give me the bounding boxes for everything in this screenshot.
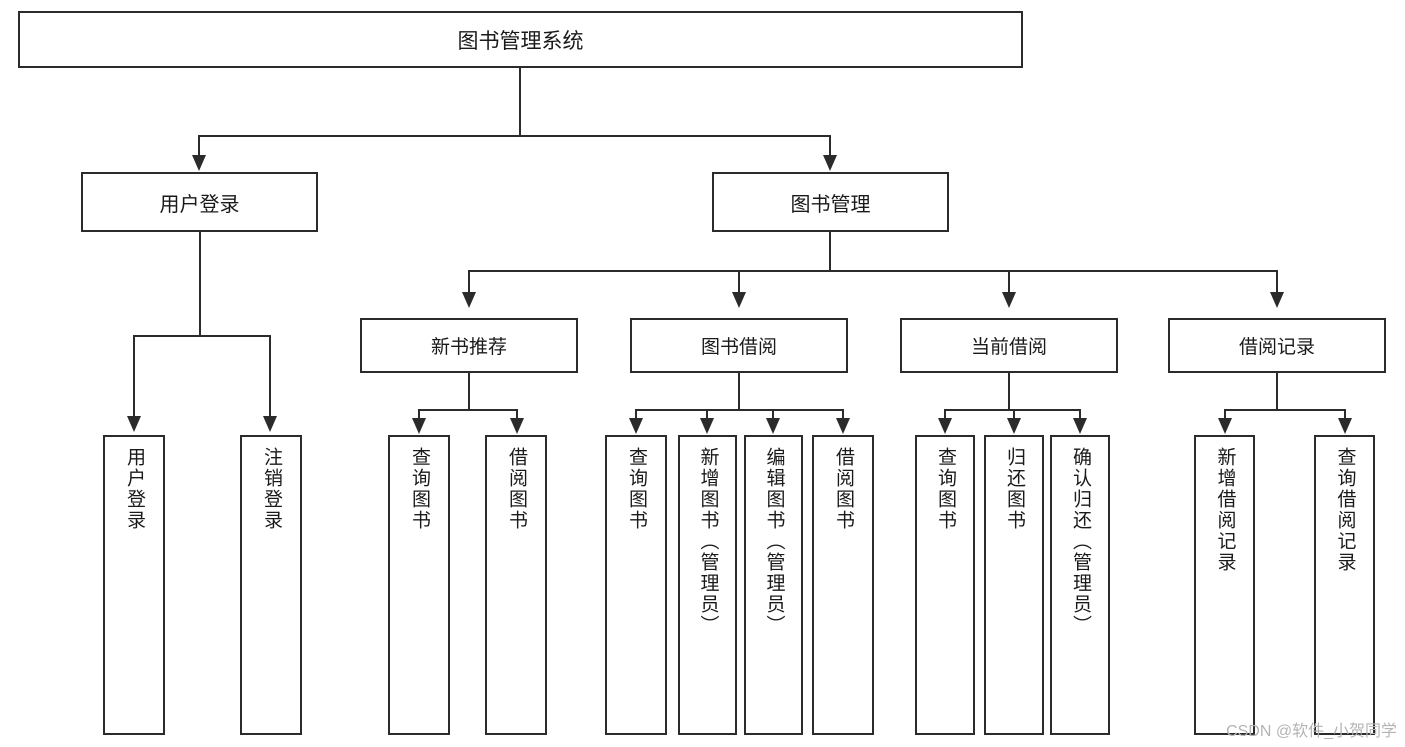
arrow-borrow-to-leaf-2	[700, 418, 714, 434]
node-book-borrow: 图书借阅	[630, 318, 848, 373]
edge-user-login-bus	[133, 335, 271, 337]
edge-current-to-leaf-2	[1013, 409, 1015, 421]
edge-book-manage-to-current	[1008, 270, 1010, 294]
leaf-borrow-add-book-admin: 新增图书（管理员）	[678, 435, 737, 735]
edge-newbook-bus	[418, 409, 518, 411]
node-label: 查询借阅记录	[1334, 447, 1356, 573]
edge-book-manage-to-newbook	[468, 270, 470, 294]
node-label: 注销登录	[260, 447, 282, 531]
edge-newbook-to-leaf-2	[516, 409, 518, 421]
arrow-records-to-leaf-2	[1338, 418, 1352, 434]
node-label: 查询图书	[625, 447, 647, 531]
leaf-records-add-record: 新增借阅记录	[1194, 435, 1255, 735]
edge-current-to-leaf-1	[944, 409, 946, 421]
node-label: 新书推荐	[430, 337, 507, 358]
node-label: 借阅图书	[832, 447, 854, 531]
arrow-records-to-leaf-1	[1218, 418, 1232, 434]
edge-borrow-to-leaf-1	[635, 409, 637, 421]
node-label: 用户登录	[123, 447, 145, 531]
arrow-book-manage-to-records	[1270, 292, 1284, 308]
arrow-current-to-leaf-3	[1073, 418, 1087, 434]
node-user-login: 用户登录	[81, 172, 318, 232]
node-label: 查询图书	[934, 447, 956, 531]
node-label: 借阅图书	[505, 447, 527, 531]
arrow-book-manage-to-current	[1002, 292, 1016, 308]
edge-user-login-to-leaf-2	[269, 335, 271, 418]
arrow-borrow-to-leaf-1	[629, 418, 643, 434]
arrow-current-to-leaf-1	[938, 418, 952, 434]
node-current-borrow: 当前借阅	[900, 318, 1118, 373]
node-root-system: 图书管理系统	[18, 11, 1023, 68]
edge-book-manage-bus	[468, 270, 1278, 272]
edge-root-to-book-manage	[829, 135, 831, 157]
edge-newbook-stem	[468, 373, 470, 411]
node-label: 新增借阅记录	[1214, 447, 1236, 573]
edge-root-stem	[519, 68, 521, 136]
edge-borrow-bus	[635, 409, 843, 411]
leaf-newbook-borrow-books: 借阅图书	[485, 435, 547, 735]
leaf-borrow-borrow-books: 借阅图书	[812, 435, 874, 735]
leaf-current-return-books: 归还图书	[984, 435, 1044, 735]
arrow-borrow-to-leaf-4	[836, 418, 850, 434]
arrow-book-manage-to-borrow	[732, 292, 746, 308]
node-label: 图书管理系统	[457, 29, 584, 53]
arrow-user-login-to-leaf-2	[263, 416, 277, 432]
edge-records-to-leaf-2	[1344, 409, 1346, 421]
node-label: 图书管理	[790, 193, 871, 216]
edge-records-to-leaf-1	[1224, 409, 1226, 421]
node-label: 归还图书	[1003, 447, 1025, 531]
arrow-newbook-to-leaf-1	[412, 418, 426, 434]
edge-borrow-to-leaf-3	[772, 409, 774, 421]
leaf-current-confirm-return-admin: 确认归还（管理员）	[1050, 435, 1110, 735]
edge-root-bus	[198, 135, 831, 137]
leaf-logout: 注销登录	[240, 435, 302, 735]
edge-user-login-to-leaf-1	[133, 335, 135, 418]
edge-current-to-leaf-3	[1079, 409, 1081, 421]
arrow-current-to-leaf-2	[1007, 418, 1021, 434]
arrow-newbook-to-leaf-2	[510, 418, 524, 434]
edge-borrow-stem	[738, 373, 740, 411]
edge-book-manage-to-borrow	[738, 270, 740, 294]
node-label: 图书借阅	[700, 337, 777, 358]
node-label: 新增图书（管理员）	[697, 447, 719, 636]
node-label: 查询图书	[408, 447, 430, 531]
edge-records-bus	[1224, 409, 1345, 411]
edge-records-stem	[1276, 373, 1278, 411]
node-label: 确认归还（管理员）	[1069, 447, 1091, 636]
node-book-management: 图书管理	[712, 172, 949, 232]
leaf-newbook-query-books: 查询图书	[388, 435, 450, 735]
node-label: 用户登录	[159, 193, 240, 216]
node-borrow-records: 借阅记录	[1168, 318, 1386, 373]
leaf-borrow-edit-book-admin: 编辑图书（管理员）	[744, 435, 803, 735]
arrow-root-to-user-login	[192, 155, 206, 171]
node-label: 编辑图书（管理员）	[763, 447, 785, 636]
edge-newbook-to-leaf-1	[418, 409, 420, 421]
node-new-book-recommend: 新书推荐	[360, 318, 578, 373]
arrow-root-to-book-manage	[823, 155, 837, 171]
node-label: 当前借阅	[970, 337, 1047, 358]
leaf-user-login: 用户登录	[103, 435, 165, 735]
node-label: 借阅记录	[1238, 337, 1315, 358]
edge-book-manage-stem	[829, 232, 831, 272]
edge-current-stem	[1008, 373, 1010, 411]
edge-borrow-to-leaf-4	[842, 409, 844, 421]
arrow-book-manage-to-newbook	[462, 292, 476, 308]
leaf-current-query-books: 查询图书	[915, 435, 975, 735]
leaf-records-query-record: 查询借阅记录	[1314, 435, 1375, 735]
edge-borrow-to-leaf-2	[706, 409, 708, 421]
edge-user-login-stem	[199, 232, 201, 337]
arrow-borrow-to-leaf-3	[766, 418, 780, 434]
arrow-user-login-to-leaf-1	[127, 416, 141, 432]
edge-current-bus	[944, 409, 1080, 411]
edge-book-manage-to-records	[1276, 270, 1278, 294]
leaf-borrow-query-books: 查询图书	[605, 435, 667, 735]
edge-root-to-user-login	[198, 135, 200, 157]
